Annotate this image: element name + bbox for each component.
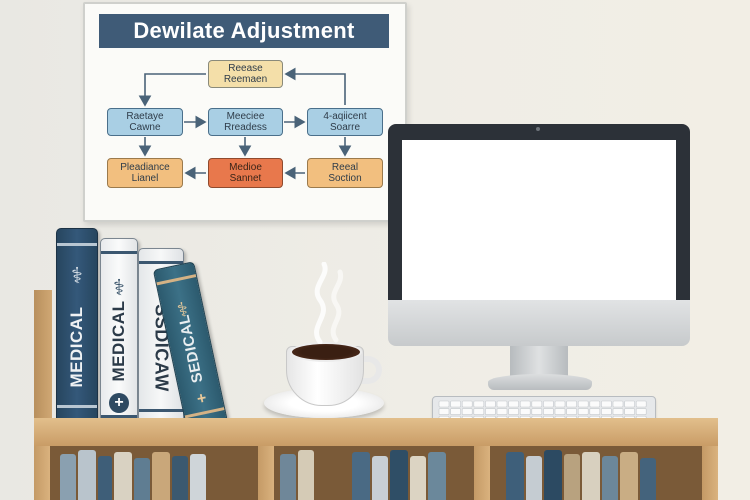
- keyboard-key: [473, 400, 485, 408]
- keyboard-key: [566, 400, 577, 408]
- keyboard-key: [589, 400, 601, 408]
- monitor-chin: [388, 300, 690, 346]
- keyboard-key: [589, 408, 601, 415]
- book-spine-title: SEDICAL: [175, 313, 207, 385]
- keyboard-key: [601, 400, 612, 408]
- keyboard-key: [624, 400, 635, 408]
- book-spine-title: MEDICAL: [67, 306, 86, 388]
- keyboard-key: [450, 400, 461, 408]
- keyboard-key: [461, 400, 473, 408]
- lower-book: [640, 458, 656, 500]
- lower-book: [544, 450, 562, 500]
- keyboard-key: [554, 408, 566, 415]
- keyboard-key: [519, 400, 531, 408]
- plus-icon: +: [109, 393, 129, 413]
- steam-icon: [314, 262, 344, 344]
- shelf-post-right: [702, 446, 718, 500]
- keyboard-key: [612, 408, 624, 415]
- monitor: [388, 124, 690, 314]
- shelf-lower-compartment: [40, 446, 716, 500]
- monitor-base: [488, 374, 592, 390]
- flow-box-bottom-center: Medioe Sannet: [208, 158, 283, 188]
- monitor-screen: [402, 140, 676, 300]
- keyboard-key: [577, 400, 589, 408]
- keyboard-key: [531, 400, 543, 408]
- lower-book: [134, 458, 150, 500]
- shelf-top: [34, 418, 718, 448]
- lower-book: [172, 456, 188, 500]
- lower-book: [564, 454, 580, 500]
- book-spine-title: MEDICAL: [109, 300, 128, 382]
- lower-book: [390, 450, 408, 500]
- keyboard-key: [508, 408, 519, 415]
- webcam-icon: [536, 127, 540, 131]
- book-medical-2: ⚕ MEDICAL +: [100, 238, 138, 424]
- keyboard-key: [624, 408, 635, 415]
- lower-book: [280, 454, 296, 500]
- lower-book: [190, 454, 206, 500]
- flow-box-mid-right: 4-aqiicent Soarre: [307, 108, 383, 136]
- keyboard-key: [485, 400, 496, 408]
- lower-book: [60, 454, 76, 500]
- lower-book: [78, 450, 96, 500]
- shelf-post-middle-left: [258, 446, 274, 500]
- book-medical-1: ⚕ MEDICAL: [56, 228, 98, 426]
- keyboard-key: [438, 400, 450, 408]
- shelf-post-middle-right: [474, 446, 490, 500]
- keyboard-key: [566, 408, 577, 415]
- monitor-stand: [510, 346, 568, 376]
- keyboard-key: [496, 400, 508, 408]
- keyboard-key: [473, 408, 485, 415]
- flow-arrows: [138, 67, 352, 180]
- flow-box-mid-center: Meeciee Rreadess: [208, 108, 283, 136]
- arrow-right-to-top: [284, 67, 346, 105]
- arrow-top-to-left: [138, 73, 206, 107]
- lower-book: [526, 456, 542, 500]
- keyboard-key: [601, 408, 612, 415]
- flow-box-bottom-right: Reeal Soction: [307, 158, 383, 188]
- cup-handle: [352, 356, 382, 384]
- lower-book: [372, 456, 388, 500]
- lower-book: [620, 452, 638, 500]
- flow-box-top: Reease Reemaen: [208, 60, 283, 88]
- keyboard-key: [554, 400, 566, 408]
- lower-book: [410, 456, 426, 500]
- caduceus-icon: ⚕: [113, 275, 125, 300]
- keyboard-key: [485, 408, 496, 415]
- keyboard-key: [635, 400, 647, 408]
- keyboard-key: [496, 408, 508, 415]
- keyboard-key: [543, 408, 554, 415]
- keyboard-key: [438, 408, 450, 415]
- flow-box-bottom-left: Pleadiance Lianel: [107, 158, 183, 188]
- keyboard-key: [543, 400, 554, 408]
- lower-book: [152, 452, 170, 500]
- caduceus-icon: ⚕: [71, 263, 83, 288]
- poster-title: Dewilate Adjustment: [99, 14, 389, 48]
- keyboard-key: [577, 408, 589, 415]
- keyboard-key: [531, 408, 543, 415]
- lower-book: [582, 452, 600, 500]
- keyboard-key: [461, 408, 473, 415]
- lower-book: [602, 456, 618, 500]
- lower-book: [428, 452, 446, 500]
- shelf-post-left: [34, 446, 50, 500]
- keyboard-key: [635, 408, 647, 415]
- plus-icon: +: [195, 389, 209, 409]
- lower-book: [506, 452, 524, 500]
- keyboard-key: [508, 400, 519, 408]
- keyboard-key: [450, 408, 461, 415]
- coffee-surface: [290, 342, 362, 362]
- keyboard-key: [519, 408, 531, 415]
- lower-book: [352, 452, 370, 500]
- lower-book: [114, 452, 132, 500]
- flow-box-mid-left: Raetaye Cawne: [107, 108, 183, 136]
- workflow-poster: Dewilate Adjustment Reease Reemaen Raeta…: [83, 2, 407, 222]
- lower-book: [98, 456, 112, 500]
- lower-book: [298, 450, 314, 500]
- keyboard-key: [612, 400, 624, 408]
